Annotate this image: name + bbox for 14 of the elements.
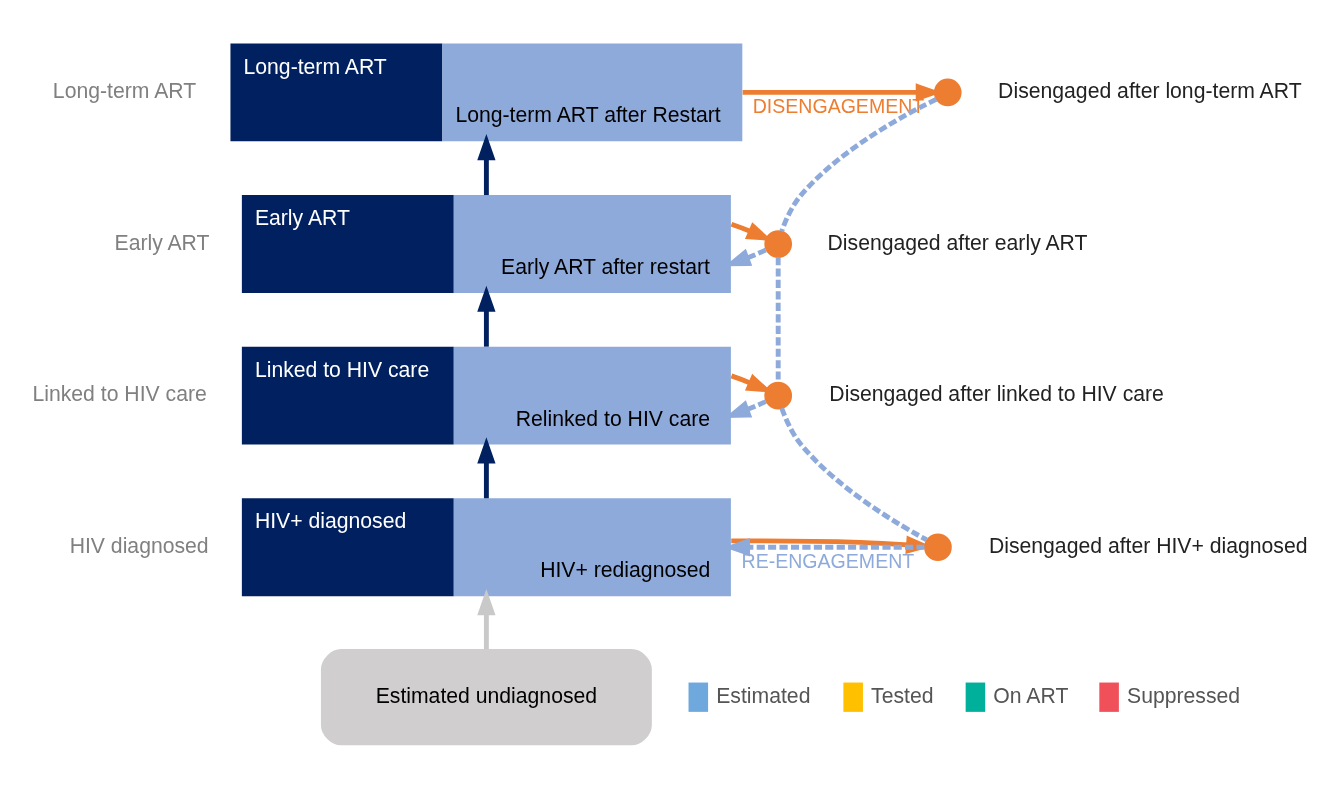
node-label: Early ART xyxy=(114,230,210,254)
node-label: Disengaged after HIV+ diagnosed xyxy=(988,533,1308,557)
node-label: Linked to HIV care xyxy=(32,382,207,406)
legend-label: Tested xyxy=(871,683,934,707)
legend-label: Suppressed xyxy=(1127,683,1241,707)
legend-label: Estimated xyxy=(716,683,811,707)
node-label: Disengaged after linked to HIV care xyxy=(829,382,1164,406)
legend-label: On ART xyxy=(993,683,1069,707)
edge-label: DISENGAGEMENT xyxy=(752,94,925,117)
node-label: Disengaged after early ART xyxy=(827,230,1088,254)
node-label: HIV diagnosed xyxy=(69,533,209,557)
edge-label: RE-ENGAGEMENT xyxy=(741,549,915,572)
node-label: Disengaged after long-term ART xyxy=(998,78,1302,102)
node-label: Long-term ART xyxy=(52,78,197,102)
